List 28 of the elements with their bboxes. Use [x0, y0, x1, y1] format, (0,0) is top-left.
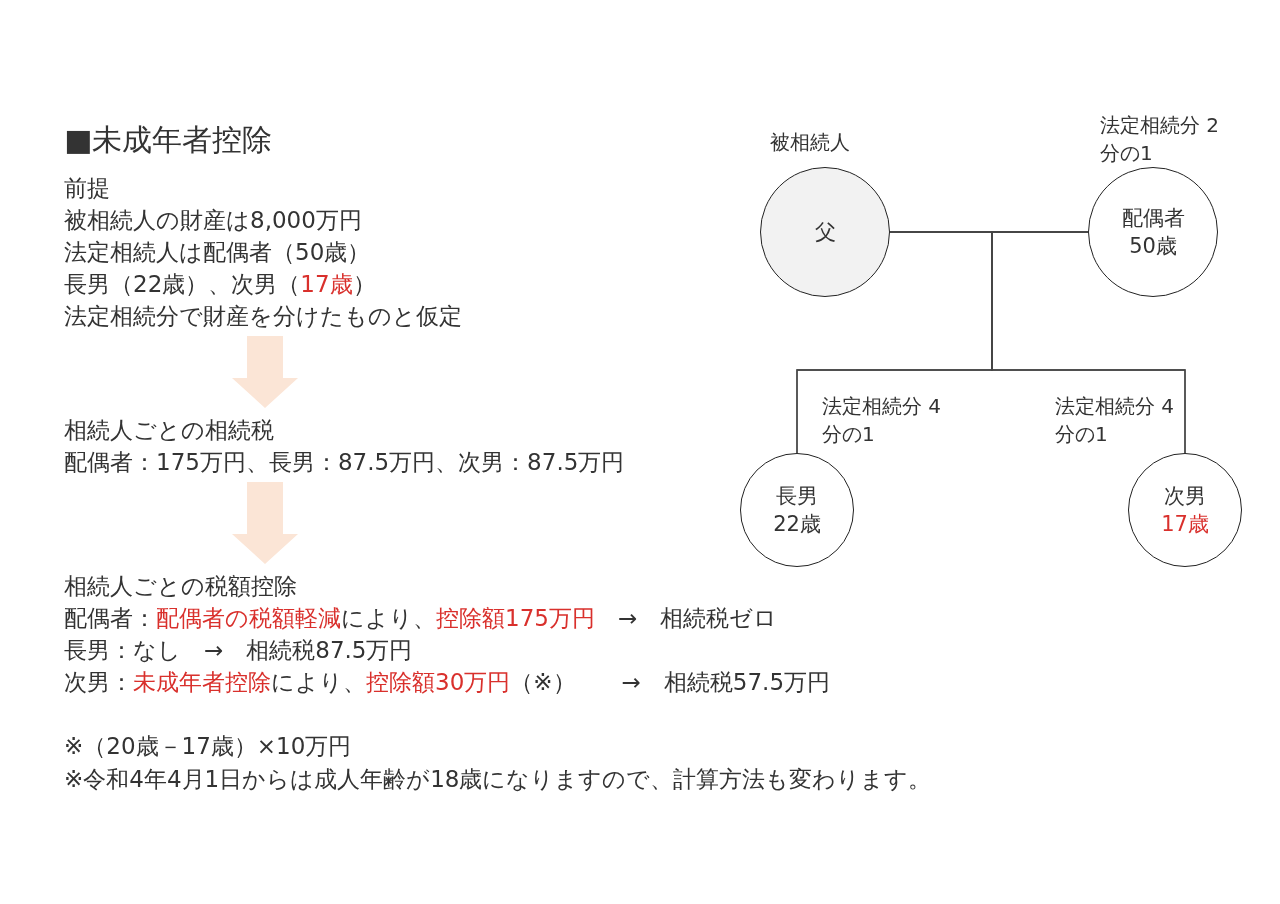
body-text: 被相続人の財産は8,000万円 — [64, 206, 363, 235]
title-text: ■未成年者控除 — [64, 121, 273, 159]
body-text: 配偶者：配偶者の税額軽減により、控除額175万円 → 相続税ゼロ — [64, 604, 779, 633]
share-label: 法定相続分 4分の1 — [1055, 393, 1176, 448]
body-text: 配偶者：175万円、長男：87.5万円、次男：87.5万円 — [64, 448, 625, 477]
heading-text: 相続人ごとの相続税 — [64, 416, 275, 445]
share-label: 法定相続分 4分の1 — [822, 393, 943, 448]
note-text: ※（20歳－17歳）×10万円 — [64, 732, 352, 761]
person-label: 配偶者 — [1121, 205, 1185, 232]
down-arrow — [232, 482, 298, 564]
person-label: 父 — [814, 219, 836, 246]
body-text: 長男（22歳）、次男（17歳） — [64, 270, 377, 299]
age-label: 17歳 — [1161, 511, 1209, 538]
heading-text: 相続人ごとの税額控除 — [64, 572, 298, 601]
person-label: 次男 — [1164, 483, 1206, 510]
body-text: 次男：未成年者控除により、控除額30万円（※） → 相続税57.5万円 — [64, 668, 831, 697]
age-label: 50歳 — [1129, 233, 1177, 260]
share-label: 法定相続分 2分の1 — [1100, 112, 1221, 167]
connector-line — [991, 231, 1186, 454]
note-text: ※令和4年4月1日からは成人年齢が18歳になりますので、計算方法も変わります。 — [64, 765, 932, 794]
body-text: 法定相続人は配偶者（50歳） — [64, 238, 372, 267]
down-arrow — [232, 336, 298, 408]
body-text: 法定相続分で財産を分けたものと仮定 — [64, 302, 462, 331]
body-text: 長男：なし → 相続税87.5万円 — [64, 636, 414, 665]
age-label: 22歳 — [773, 511, 821, 538]
person-label: 長男 — [776, 483, 818, 510]
share-label: 被相続人 — [770, 129, 851, 156]
heading-text: 前提 — [64, 174, 111, 203]
